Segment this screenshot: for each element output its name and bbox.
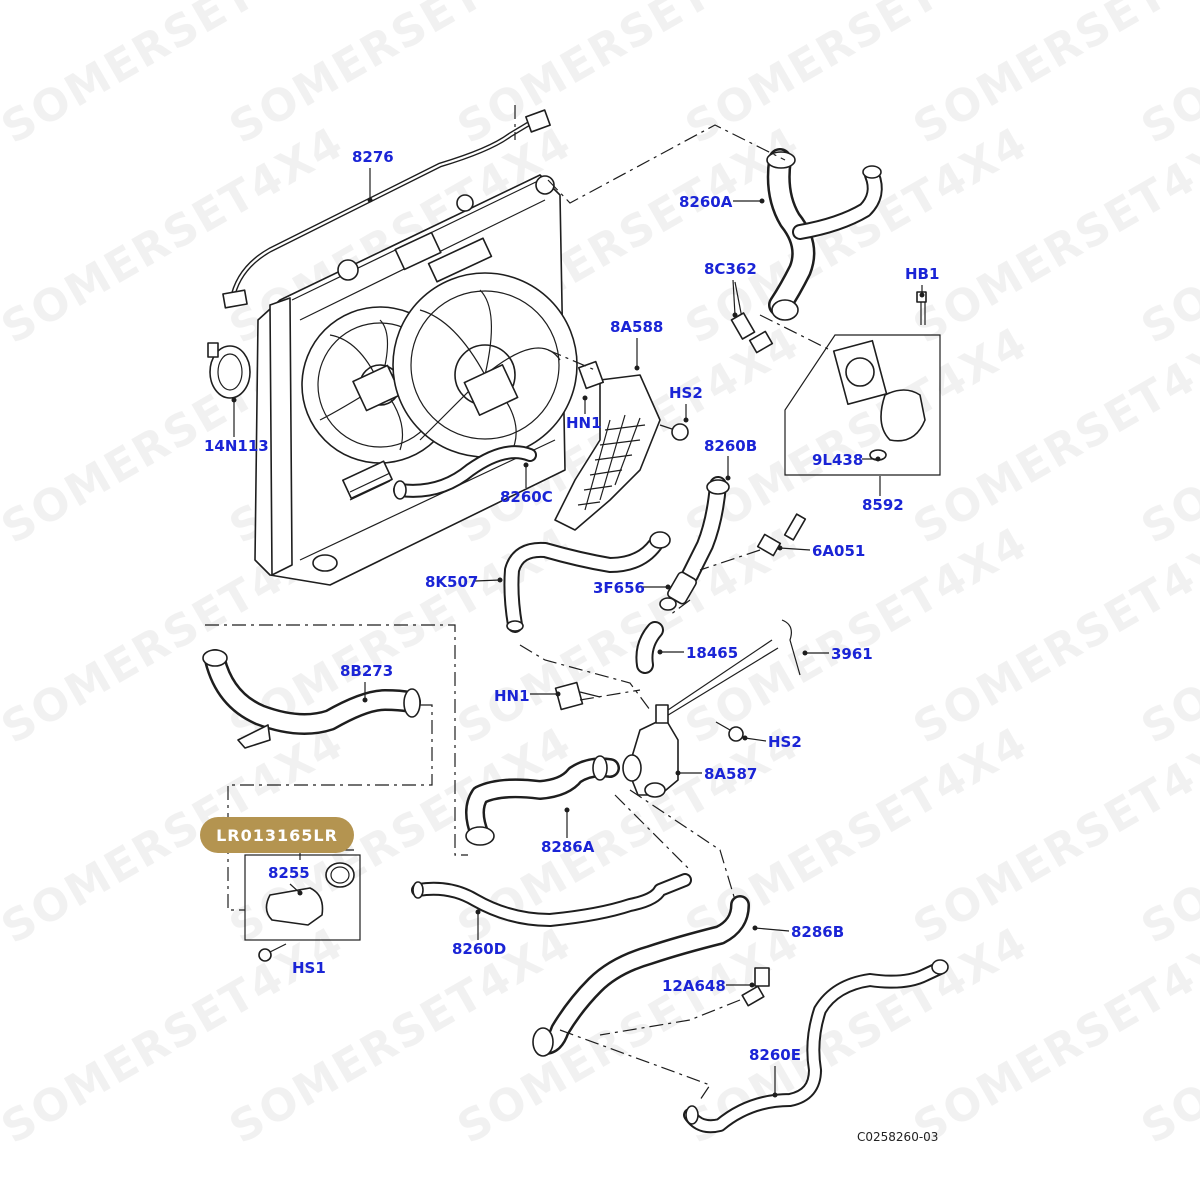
callout-8286a: 8286A (541, 838, 595, 856)
part-8K507-hose (503, 531, 671, 633)
callout-18465: 18465 (686, 644, 739, 662)
callout-8286b: 8286B (791, 923, 845, 941)
callout-3961: 3961 (831, 645, 873, 663)
part-8260C-hose (393, 445, 537, 500)
part-HS1-bolt (258, 943, 287, 962)
callout-3f656: 3F656 (593, 579, 645, 597)
part-14N113-clamp (207, 342, 251, 399)
part-3961-clip (659, 619, 801, 721)
part-6A051-sensor (756, 513, 807, 557)
part-8286B-hose (532, 895, 750, 1057)
callout-12a648: 12A648 (662, 977, 726, 995)
callout-8260d: 8260D (452, 940, 507, 958)
part-8286A-hose (465, 755, 620, 846)
connection-lines (205, 105, 831, 1101)
diagram-reference: C0258260-03 (857, 1130, 939, 1144)
callout-hs1: HS1 (292, 959, 326, 977)
callout-hn1a: HN1 (566, 414, 602, 432)
part-HS2-bolt-lower (715, 721, 744, 742)
part-8592-thermostat (784, 334, 941, 476)
part-number-badge: LR013165LR (200, 817, 354, 853)
radiator-fan-assembly (254, 174, 578, 586)
callout-6a051: 6A051 (812, 542, 866, 560)
part-8255-outlet (244, 854, 361, 941)
callout-hs2b: HS2 (768, 733, 802, 751)
callout-8260a: 8260A (679, 193, 733, 211)
part-12A648-sensor (741, 967, 770, 1007)
callout-8k507: 8K507 (425, 573, 479, 591)
part-8260B-hose (681, 476, 730, 584)
part-8276-cable (222, 109, 551, 309)
part-HN1-nut-lower (554, 681, 601, 711)
callout-9l438: 9L438 (812, 451, 864, 469)
callout-8c362: 8C362 (704, 260, 757, 278)
callout-hb1: HB1 (905, 265, 940, 283)
part-3F656-connector (659, 571, 697, 611)
part-8A587-pump-housing (622, 704, 679, 798)
part-8260D-hose (411, 873, 692, 927)
callout-8276: 8276 (352, 148, 394, 166)
callout-hs2a: HS2 (669, 384, 703, 402)
callout-8a587: 8A587 (704, 765, 758, 783)
callout-8255: 8255 (268, 864, 310, 882)
part-8260E-hose (683, 959, 949, 1134)
part-8C362-sensor (730, 281, 774, 354)
callout-8592: 8592 (862, 496, 904, 514)
callout-8a588: 8A588 (610, 318, 664, 336)
part-8A588-bracket (554, 360, 661, 531)
callout-14n113: 14N113 (204, 437, 269, 455)
part-18465-hose (635, 621, 664, 674)
callout-8260e: 8260E (749, 1046, 801, 1064)
part-8260A-hose (766, 148, 883, 321)
callout-8260c: 8260C (500, 488, 553, 506)
part-8B273-pipe (202, 649, 421, 749)
callout-hn1b: HN1 (494, 687, 530, 705)
callout-8260b: 8260B (704, 437, 758, 455)
part-HS2-bolt-upper (659, 423, 689, 441)
callout-8b273: 8B273 (340, 662, 394, 680)
